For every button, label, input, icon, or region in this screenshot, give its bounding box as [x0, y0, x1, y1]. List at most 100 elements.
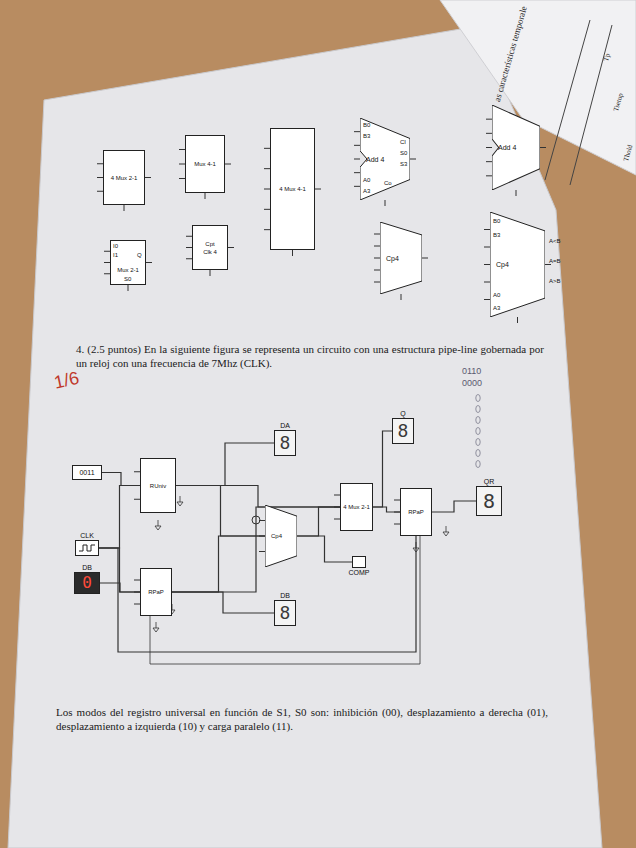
- signal-name: CLK: [80, 532, 94, 539]
- signal-wire: [99, 548, 140, 592]
- pin-stub: [486, 133, 492, 134]
- block-name: Cp4: [496, 261, 509, 268]
- clock-wave: [78, 543, 96, 553]
- pin-stub: [210, 270, 211, 276]
- block-name: 4 Mux 2-1: [343, 504, 370, 510]
- symbol-outline: [490, 212, 545, 317]
- signal-wire: [176, 486, 340, 508]
- signal-name: DB: [280, 592, 290, 599]
- signal-wire: [297, 536, 352, 562]
- pin-stub: [374, 234, 380, 235]
- signal-wire: [176, 486, 265, 537]
- clock-input: CLK: [75, 540, 99, 556]
- pin-name: A3: [363, 188, 370, 196]
- signal-wire: [176, 443, 274, 486]
- ground-symbol: [177, 496, 183, 506]
- pin-stub: [128, 285, 129, 291]
- symbol-outline: [380, 222, 422, 294]
- block-name: Cpt: [205, 241, 214, 247]
- pin-name: A3: [493, 305, 500, 313]
- seven-seg-display: Q8: [392, 418, 414, 444]
- pin-stub: [146, 262, 152, 263]
- pin-stub: [484, 299, 490, 300]
- signal-name: COMP: [349, 569, 370, 576]
- pin-name: B3: [363, 133, 370, 141]
- pencil-mark: [476, 439, 480, 446]
- block-name: Cp4: [271, 533, 282, 539]
- block-name: Clk 4: [203, 249, 217, 255]
- pin-stub: [516, 190, 517, 196]
- pin-name: A=B: [549, 258, 561, 266]
- adder-symbol: Add 4: [492, 105, 540, 190]
- block-name: RPaP: [148, 589, 164, 595]
- pin-stub: [374, 246, 380, 247]
- paper-sheet: [8, 26, 602, 848]
- pencil-mark: [476, 450, 480, 457]
- signal-wire: [172, 536, 265, 592]
- pin-stub: [540, 147, 546, 148]
- display-digit: 8: [280, 604, 291, 622]
- pin-name: A<B: [549, 238, 561, 246]
- signal-wire: [297, 507, 340, 536]
- pin-name: A>B: [549, 278, 561, 286]
- signal-name: Q: [400, 410, 405, 417]
- pin-name: B0: [493, 218, 500, 226]
- signal-wire: [172, 507, 340, 592]
- pin-name: I0: [113, 243, 118, 251]
- exercise-text: Los modos del registro universal en func…: [56, 706, 548, 734]
- pencil-mark: [476, 395, 480, 402]
- pin-stub: [354, 186, 360, 187]
- pin-stub: [517, 317, 518, 323]
- pin-name: S3: [400, 161, 407, 169]
- component-symbol: Mux 4-1: [185, 135, 225, 193]
- block-name: RUniv: [150, 483, 166, 489]
- signal-name: DB: [82, 564, 92, 571]
- pin-stub: [315, 189, 321, 190]
- pencil-mark: [476, 406, 480, 413]
- pin-stub: [354, 172, 360, 173]
- led-indicator: COMP: [352, 556, 366, 568]
- pencil-mark: [476, 417, 480, 424]
- seven-seg-display: QR8: [476, 486, 502, 516]
- block-name: Cp4: [386, 255, 399, 262]
- block-name: Add 4: [366, 156, 384, 163]
- component-symbol: CptClk 4: [192, 225, 228, 270]
- pin-stub: [354, 159, 360, 160]
- pencil-mark: [476, 461, 480, 468]
- pin-stub: [374, 282, 380, 283]
- signal-wire: [100, 583, 140, 592]
- seven-seg-display: DB8: [274, 600, 296, 626]
- pin-stub: [486, 175, 492, 176]
- pin-stub: [545, 264, 551, 265]
- component-symbol: 4 Mux 4-1: [270, 128, 315, 250]
- block-name: 4 Mux 2-1: [111, 175, 138, 181]
- signal-wire: [99, 486, 140, 549]
- table-rule: [570, 25, 612, 185]
- block-name: Mux 2-1: [117, 267, 139, 273]
- display-digit: 8: [483, 491, 495, 511]
- ground-symbol: [443, 526, 449, 536]
- circuit-block: 4 Mux 2-1: [340, 483, 373, 531]
- circuit-block: RPaP: [140, 568, 172, 616]
- pin-stub: [401, 294, 402, 300]
- pin-stub: [410, 159, 416, 160]
- pin-stub: [225, 164, 231, 165]
- side-sheet-text: Tp: [602, 31, 619, 62]
- signal-name: DA: [280, 422, 290, 429]
- symbol-outline: [265, 505, 297, 567]
- pin-stub: [228, 247, 234, 248]
- display-digit: 0: [82, 575, 92, 591]
- ground-symbol: [153, 622, 159, 632]
- signal-wire: [102, 473, 140, 486]
- comparator-symbol: Cp4: [490, 212, 545, 317]
- block-name: Mux 4-1: [194, 161, 216, 167]
- pin-stub: [354, 145, 360, 146]
- signal-wire: [373, 431, 392, 507]
- pin-name: Co: [384, 180, 392, 188]
- circuit-block: DB0: [74, 572, 100, 594]
- pencil-mark: [476, 428, 480, 435]
- comparator-symbol: Cp4: [380, 222, 422, 294]
- pin-stub: [486, 147, 492, 148]
- side-sheet-text: Thold: [622, 122, 636, 163]
